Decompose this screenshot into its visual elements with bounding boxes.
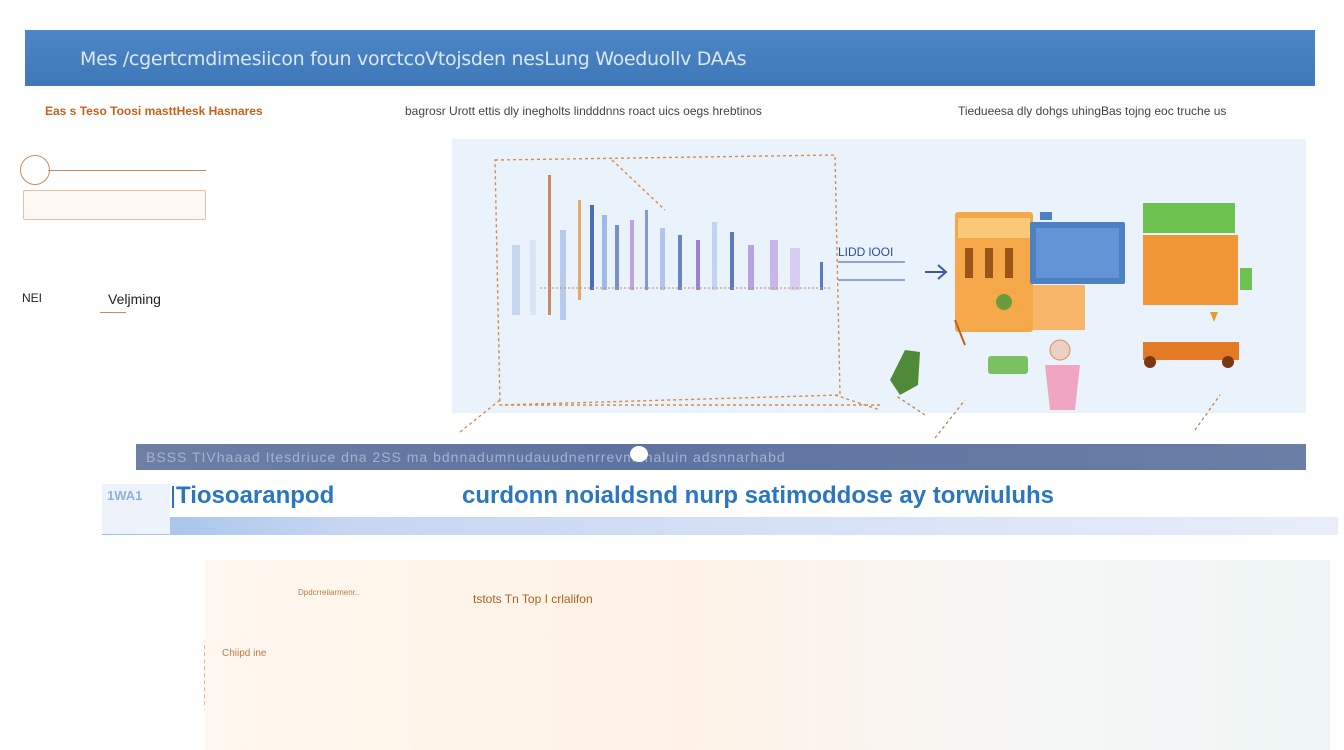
divider-handle[interactable] [630, 446, 648, 462]
right-arrow-icon [925, 264, 948, 280]
heading-badge: 1WA1 [107, 488, 143, 503]
heading-separator [172, 486, 174, 508]
toolbar-middle[interactable]: bagrosr Urott ettis dly inegholts linddd… [405, 104, 762, 118]
cluster-bar-12 [678, 235, 682, 290]
cluster-bar-19 [820, 262, 823, 290]
sidebar-item-a[interactable]: NEI [22, 291, 43, 305]
cluster-bar-17 [770, 240, 778, 290]
sidebar-item-b-underline [100, 312, 126, 313]
flow-panel [205, 560, 1330, 750]
cluster-bar-11 [660, 228, 665, 290]
cabinet-illustration [1143, 203, 1252, 368]
cluster-bar-8 [615, 225, 619, 290]
heading-stripe [102, 517, 1338, 535]
search-input[interactable] [23, 190, 206, 220]
heading-tab [102, 484, 170, 534]
cluster-bar-4 [560, 230, 566, 320]
cluster-bar-6 [590, 205, 594, 290]
divider-band-text: BSSS TIVhaaad Itesdriuce dna 2SS ma bdnn… [146, 449, 786, 465]
cluster-bar-14 [712, 222, 717, 290]
cluster-bar-9 [630, 220, 634, 290]
flow-left-label: Chiipd ine [222, 648, 267, 659]
diagram-frame [459, 154, 881, 433]
cluster-bar-2 [530, 240, 536, 315]
machine-illustration [955, 212, 1125, 332]
cluster-bar-16 [748, 245, 754, 290]
search-underline [48, 170, 206, 171]
cluster-bar-18 [790, 248, 800, 290]
cluster-bar-3 [548, 175, 551, 315]
sidebar-item-b[interactable]: Veljming [108, 291, 161, 307]
title-bar: Mes /cgertcmdimesiicon foun vorctcoVtojs… [25, 30, 1315, 86]
section-heading-right: curdonn noialdsnd nurp satimoddose ay to… [462, 482, 1055, 509]
toolbar-left[interactable]: Eas s Teso Toosi masttHesk Hasnares [45, 104, 263, 118]
section-heading-left: Tiosoaranpod [176, 482, 335, 509]
cluster-bar-15 [730, 232, 734, 290]
title-bar-text: Mes /cgertcmdimesiicon foun vorctcoVtojs… [80, 48, 747, 70]
divider-band: BSSS TIVhaaad Itesdriuce dna 2SS ma bdnn… [136, 444, 1306, 470]
diagram-center-label: LIDD lOOI [838, 245, 894, 259]
cluster-bar-10 [645, 210, 648, 290]
cluster-bar-1 [512, 245, 520, 315]
leader-lines [894, 394, 1221, 439]
flow-title: tstots Tn Top I crlalifon [473, 592, 593, 606]
flow-top-label: Dpdcrreiiarmenr.. [298, 588, 360, 597]
cluster-bar-13 [696, 240, 700, 290]
toolbar-right[interactable]: Tiedueesa dly dohgs uhingBas tojng eoc t… [958, 104, 1227, 118]
cluster-bar-7 [602, 215, 607, 290]
bar-cluster [512, 175, 830, 320]
figure-cluster [890, 319, 1080, 410]
cluster-bar-5 [578, 200, 581, 300]
